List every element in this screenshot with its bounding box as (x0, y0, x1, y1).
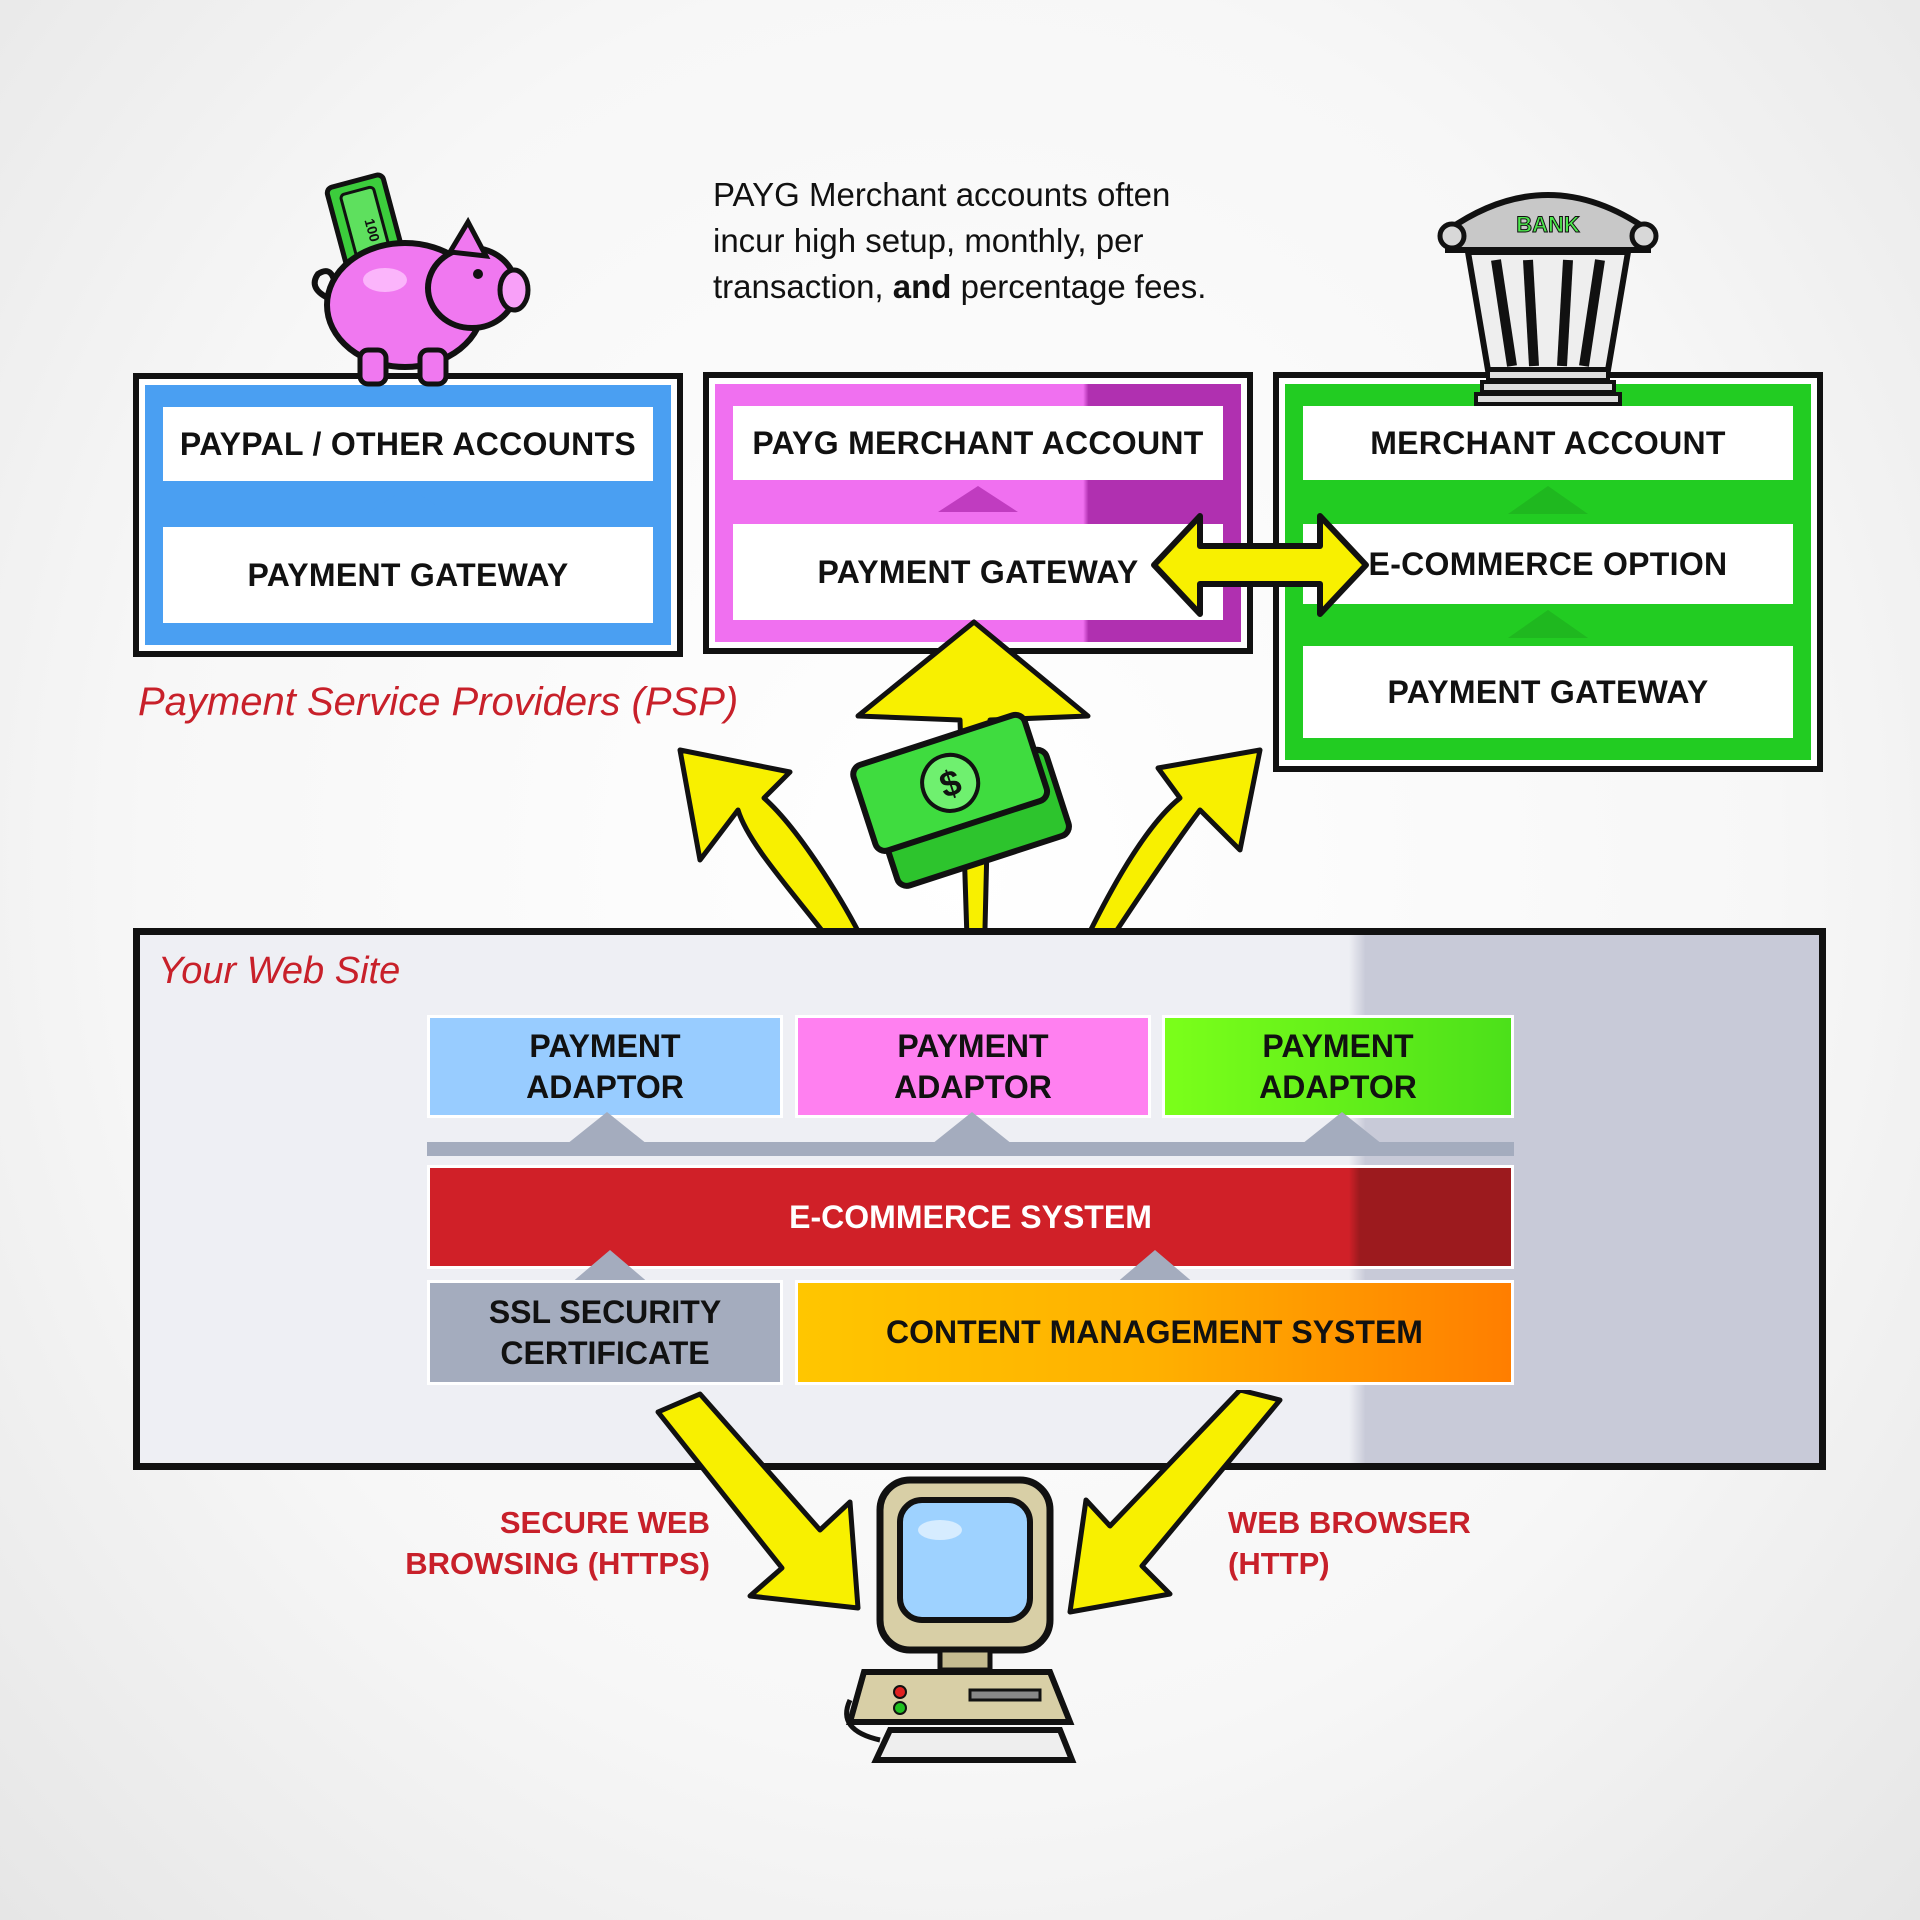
arrow-up-icon (368, 487, 448, 513)
psp-gateway-row: PAYMENT GATEWAY (163, 527, 653, 623)
payg-merchant-row: PAYG MERCHANT ACCOUNT (733, 406, 1223, 480)
money-icon: $ (850, 711, 1072, 889)
psp-card: PAYPAL / OTHER ACCOUNTS PAYMENT GATEWAY (133, 373, 683, 657)
content-management-system: CONTENT MANAGEMENT SYSTEM (795, 1280, 1514, 1385)
psp-label: Payment Service Providers (PSP) (138, 680, 739, 724)
bank-sign-text: BANK (1516, 212, 1580, 237)
bill-text: 100 (362, 217, 384, 244)
computer-icon (844, 1476, 1077, 1763)
arrow-up-icon (567, 1112, 647, 1144)
arrow-up-icon (1508, 610, 1588, 638)
bank-icon: BANK (1437, 192, 1659, 406)
merchant-gateway-row: PAYMENT GATEWAY (1303, 646, 1793, 738)
double-arrow-icon (1151, 513, 1369, 617)
psp-accounts-row: PAYPAL / OTHER ACCOUNTS (163, 407, 653, 481)
merchant-card: MERCHANT ACCOUNT E-COMMERCE OPTION PAYME… (1273, 372, 1823, 772)
piggy-bank-icon: 100 (311, 172, 531, 387)
arrow-up-icon (1302, 1112, 1382, 1144)
arrow-up-icon (1115, 1250, 1195, 1284)
arrow-up-icon (1508, 486, 1588, 514)
merchant-account-row: MERCHANT ACCOUNT (1303, 406, 1793, 480)
fees-note-line-1: PAYG Merchant accounts often (713, 176, 1171, 213)
fees-note-line-2: incur high setup, monthly, per (713, 222, 1144, 259)
arrow-up-icon (938, 486, 1018, 512)
arrow-up-icon (570, 1250, 650, 1284)
adaptor-connector-bar (427, 1142, 1514, 1156)
browsing-arrows-icon (655, 1390, 1283, 1615)
secure-browsing-label: SECURE WEB BROWSING (HTTPS) (405, 1505, 710, 1581)
upward-arrows-icon: $ (677, 619, 1263, 973)
arrow-up-icon (932, 1112, 1012, 1144)
fees-note: PAYG Merchant accounts often incur high … (713, 172, 1273, 310)
website-label: Your Web Site (158, 950, 401, 992)
payg-gateway-row: PAYMENT GATEWAY (733, 524, 1223, 620)
ecommerce-option-row: E-COMMERCE OPTION (1303, 524, 1793, 604)
payg-card: PAYG MERCHANT ACCOUNT PAYMENT GATEWAY (703, 372, 1253, 654)
fees-note-line-3: transaction, and percentage fees. (713, 268, 1207, 305)
web-browser-label: WEB BROWSER (HTTP) (1228, 1505, 1471, 1581)
